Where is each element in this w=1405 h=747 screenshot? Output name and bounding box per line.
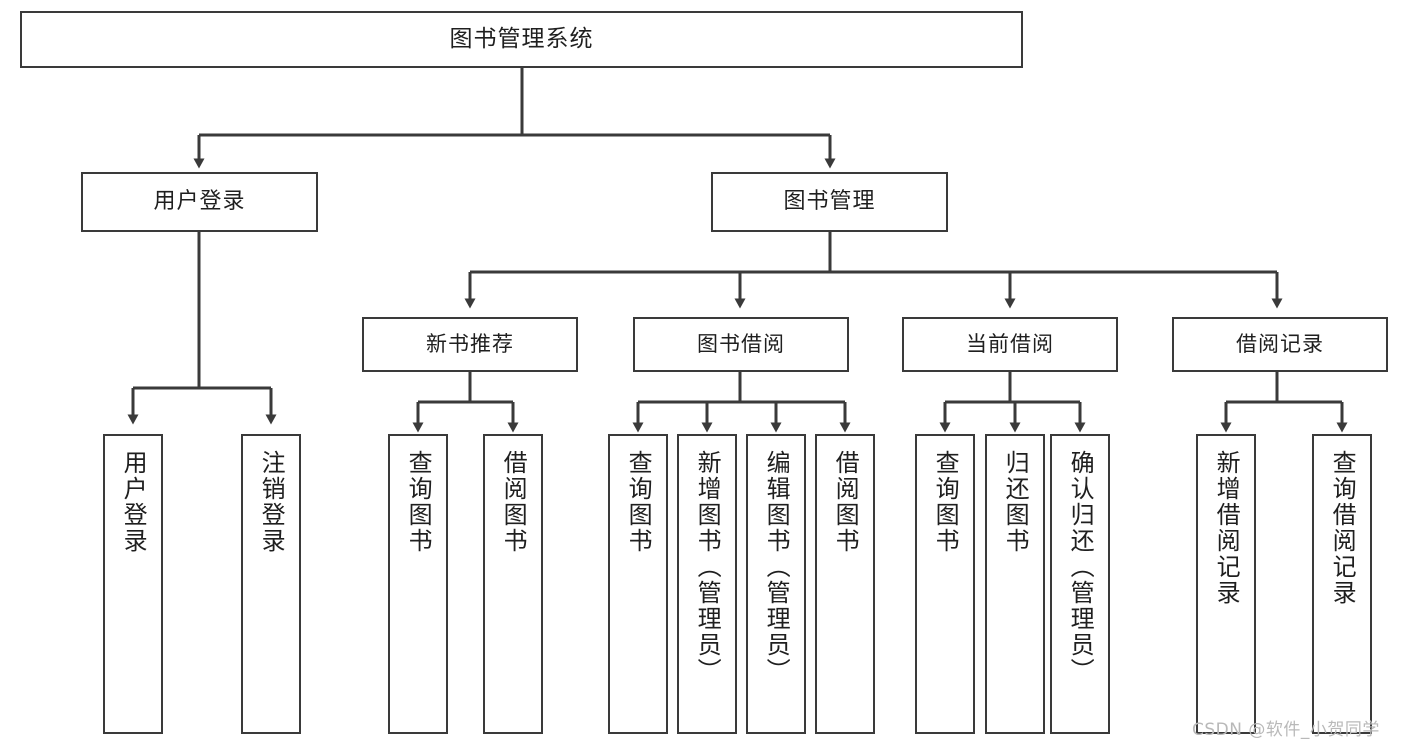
leaf-query-record-label: 查询借阅记录 <box>1328 450 1357 606</box>
leaf-edit-book-label: 编辑图书（管理员） <box>762 450 791 684</box>
leaf-query-record[interactable]: 查询借阅记录 <box>1312 434 1372 734</box>
leaf-user-login-label: 用户登录 <box>119 450 148 554</box>
leaf-confirm-return-label: 确认归还（管理员） <box>1066 450 1095 684</box>
leaf-query-book-3-label: 查询图书 <box>931 450 960 554</box>
leaf-query-book-2-label: 查询图书 <box>624 450 653 554</box>
node-current-borrow[interactable]: 当前借阅 <box>902 317 1118 372</box>
leaf-confirm-return[interactable]: 确认归还（管理员） <box>1050 434 1110 734</box>
leaf-borrow-book-2-label: 借阅图书 <box>831 450 860 554</box>
leaf-return-book-label: 归还图书 <box>1001 450 1030 554</box>
leaf-query-book-2[interactable]: 查询图书 <box>608 434 668 734</box>
node-root-label: 图书管理系统 <box>449 26 594 53</box>
node-user-login-label: 用户登录 <box>153 189 246 215</box>
node-current-borrow-label: 当前借阅 <box>966 332 1054 357</box>
leaf-borrow-book-1-label: 借阅图书 <box>499 450 528 554</box>
node-book-manage[interactable]: 图书管理 <box>711 172 948 232</box>
leaf-add-book-label: 新增图书（管理员） <box>693 450 722 684</box>
leaf-query-book-1-label: 查询图书 <box>404 450 433 554</box>
leaf-add-record[interactable]: 新增借阅记录 <box>1196 434 1256 734</box>
leaf-add-record-label: 新增借阅记录 <box>1212 450 1241 606</box>
node-user-login[interactable]: 用户登录 <box>81 172 318 232</box>
node-new-book-recommend-label: 新书推荐 <box>426 332 514 357</box>
node-book-borrow[interactable]: 图书借阅 <box>633 317 849 372</box>
leaf-edit-book[interactable]: 编辑图书（管理员） <box>746 434 806 734</box>
node-borrow-record[interactable]: 借阅记录 <box>1172 317 1388 372</box>
leaf-add-book[interactable]: 新增图书（管理员） <box>677 434 737 734</box>
leaf-logout-login-label: 注销登录 <box>257 450 286 554</box>
leaf-borrow-book-1[interactable]: 借阅图书 <box>483 434 543 734</box>
leaf-logout-login[interactable]: 注销登录 <box>241 434 301 734</box>
leaf-borrow-book-2[interactable]: 借阅图书 <box>815 434 875 734</box>
leaf-query-book-3[interactable]: 查询图书 <box>915 434 975 734</box>
node-book-borrow-label: 图书借阅 <box>697 332 785 357</box>
leaf-query-book-1[interactable]: 查询图书 <box>388 434 448 734</box>
node-borrow-record-label: 借阅记录 <box>1236 332 1324 357</box>
leaf-return-book[interactable]: 归还图书 <box>985 434 1045 734</box>
node-new-book-recommend[interactable]: 新书推荐 <box>362 317 578 372</box>
csdn-watermark: CSDN @软件_小贺同学 <box>1192 720 1380 740</box>
node-root[interactable]: 图书管理系统 <box>20 11 1023 68</box>
node-book-manage-label: 图书管理 <box>783 189 876 215</box>
leaf-user-login[interactable]: 用户登录 <box>103 434 163 734</box>
